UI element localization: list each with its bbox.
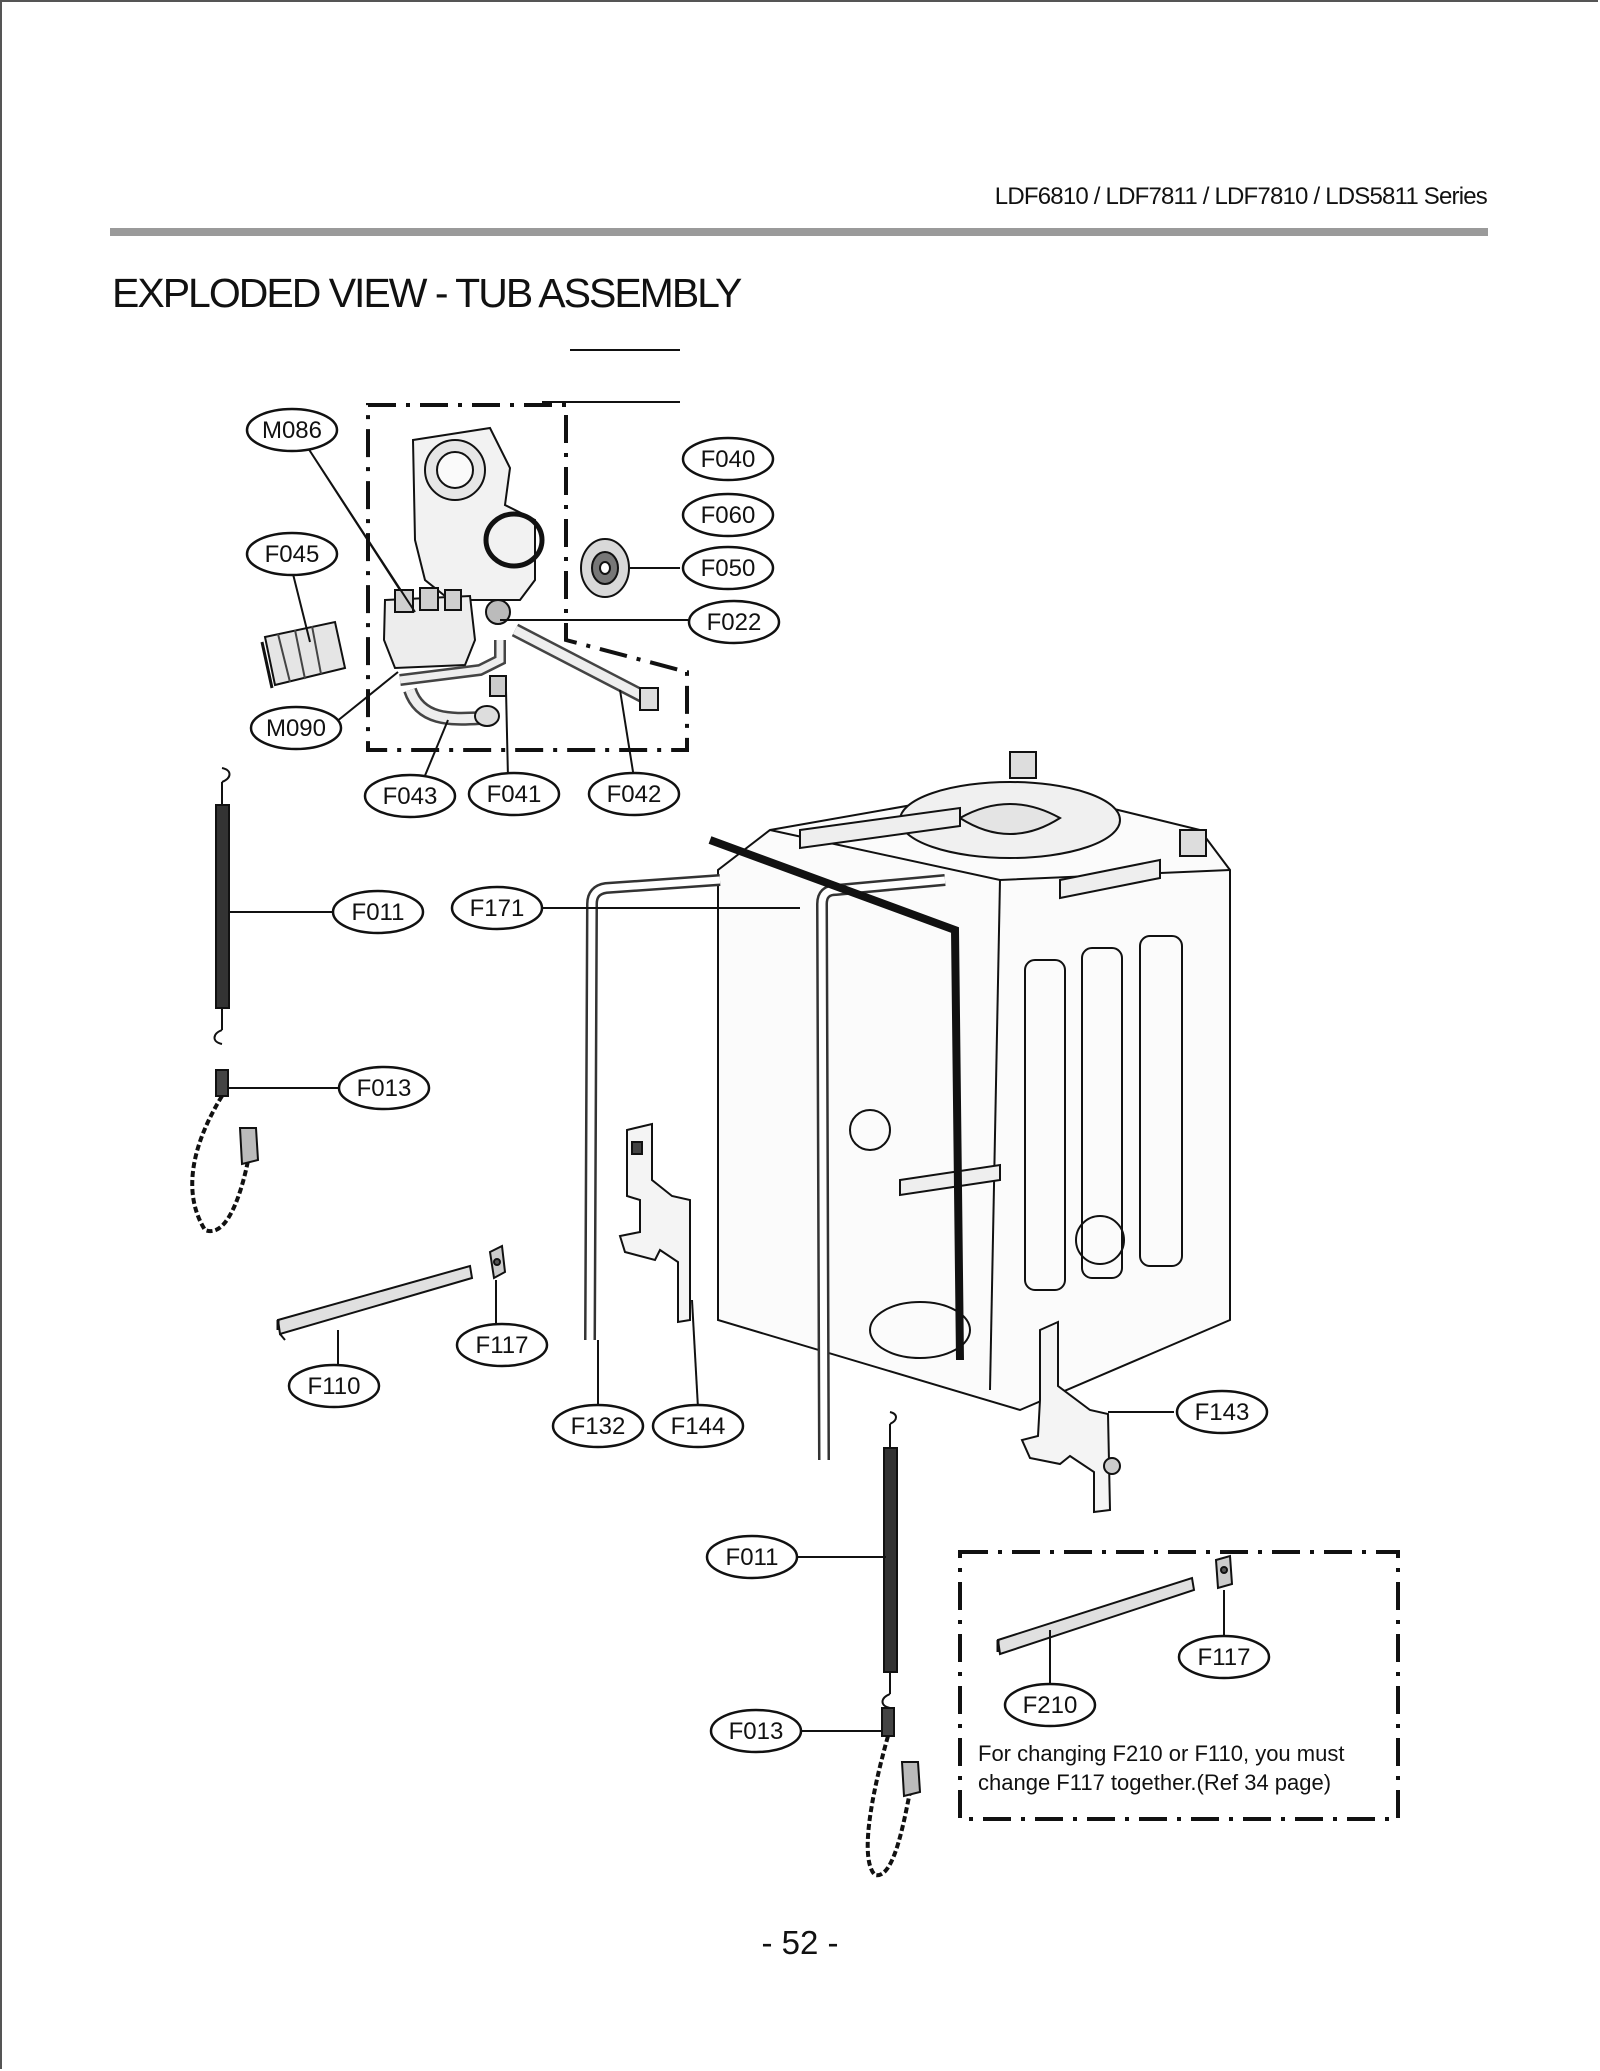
callout-f144 bbox=[651, 1403, 745, 1449]
callout-label-m090: M090 bbox=[266, 715, 326, 742]
callout-label-f210: F210 bbox=[1023, 1692, 1078, 1719]
page-number: - 52 - bbox=[761, 1924, 839, 1961]
callout-f143 bbox=[1175, 1389, 1269, 1435]
filter-part bbox=[580, 538, 630, 598]
callout-f022 bbox=[687, 599, 781, 645]
callout-f045 bbox=[245, 531, 339, 577]
replacement-note-line-1: For changing F210 or F110, you must bbox=[978, 1741, 1345, 1766]
sump-cover-part bbox=[411, 426, 536, 601]
replacement-note: For changing F210 or F110, you must chan… bbox=[978, 1739, 1344, 1797]
bracket-f117-right-part bbox=[1214, 1554, 1234, 1590]
bracket-f117-left-part bbox=[488, 1244, 507, 1280]
callout-f171 bbox=[450, 885, 544, 931]
callout-m086 bbox=[245, 407, 339, 453]
hose-f042-end bbox=[639, 687, 659, 711]
callout-f011-top bbox=[331, 889, 425, 935]
callout-f210 bbox=[1003, 1682, 1097, 1728]
model-series-label: LDF6810 / LDF7811 / LDF7810 / LDS5811 Se… bbox=[994, 183, 1488, 210]
leader-m086 bbox=[307, 447, 416, 613]
callout-label-f110: F110 bbox=[308, 1373, 361, 1400]
callout-label-f013-bottom: F013 bbox=[729, 1718, 784, 1745]
sump-group-boundary bbox=[366, 403, 689, 752]
callout-f060 bbox=[681, 492, 775, 538]
tub-body-part bbox=[717, 751, 1231, 1412]
alt-rail-group-boundary bbox=[958, 1550, 1400, 1821]
header-rule bbox=[110, 228, 1488, 236]
callout-f041 bbox=[467, 771, 561, 817]
rail-f210-part bbox=[996, 1576, 1196, 1656]
callout-f011-bottom bbox=[705, 1534, 799, 1580]
callout-f040 bbox=[681, 436, 775, 482]
callout-label-f050: F050 bbox=[701, 555, 756, 582]
leader-f043 bbox=[423, 719, 449, 779]
callout-label-f011-top: F011 bbox=[352, 899, 405, 926]
callout-label-f045: F045 bbox=[265, 541, 320, 568]
callout-f117-right bbox=[1177, 1634, 1271, 1680]
callout-label-f040: F040 bbox=[701, 446, 756, 473]
cable-f013-top-part bbox=[190, 1069, 260, 1234]
hinge-bracket-f143-part bbox=[1020, 1320, 1121, 1514]
callout-label-m086: M086 bbox=[262, 417, 322, 444]
callout-label-f143: F143 bbox=[1195, 1399, 1250, 1426]
leader-f144 bbox=[691, 1299, 699, 1409]
callout-label-f117-left: F117 bbox=[476, 1332, 529, 1359]
foam-block-part bbox=[260, 620, 347, 689]
callout-label-f144: F144 bbox=[671, 1413, 726, 1440]
callout-f013-top bbox=[337, 1065, 431, 1111]
callout-label-f013-top: F013 bbox=[357, 1075, 412, 1102]
leader-f042 bbox=[619, 689, 635, 779]
callout-f043 bbox=[363, 773, 457, 819]
callout-f117-left bbox=[455, 1322, 549, 1368]
callout-label-f171: F171 bbox=[470, 895, 525, 922]
rail-f110-part bbox=[276, 1264, 474, 1341]
callout-label-f043: F043 bbox=[383, 783, 438, 810]
pump-housing-part bbox=[382, 587, 511, 670]
callout-f132 bbox=[551, 1403, 645, 1449]
callout-label-f011-bottom: F011 bbox=[726, 1544, 779, 1571]
callout-label-f117-right: F117 bbox=[1198, 1644, 1251, 1671]
callout-f013-bottom bbox=[709, 1708, 803, 1754]
callout-label-f042: F042 bbox=[607, 781, 662, 808]
callout-f050 bbox=[681, 545, 775, 591]
hinge-bracket-f144-part bbox=[618, 1122, 691, 1324]
callout-f042 bbox=[587, 771, 681, 817]
cable-f013-bottom-part bbox=[865, 1707, 922, 1878]
callout-label-f022: F022 bbox=[707, 609, 762, 636]
spring-f011-top-part bbox=[213, 767, 231, 1045]
callout-label-f041: F041 bbox=[487, 781, 542, 808]
leader-f045 bbox=[291, 569, 311, 643]
replacement-note-line-2: change F117 together.(Ref 34 page) bbox=[978, 1770, 1332, 1795]
gasket-frame-f132-rear bbox=[584, 874, 721, 1341]
callout-label-f132: F132 bbox=[571, 1413, 626, 1440]
callout-f110 bbox=[287, 1363, 381, 1409]
callout-m090 bbox=[249, 705, 343, 751]
gasket-ring-part bbox=[483, 511, 545, 569]
spring-f011-bottom-part bbox=[881, 1411, 898, 1709]
leader-f041 bbox=[505, 689, 509, 779]
leader-m090 bbox=[335, 671, 399, 723]
clamp-f041-part bbox=[489, 675, 507, 697]
page-title: EXPLODED VIEW - TUB ASSEMBLY bbox=[112, 270, 742, 316]
callout-label-f060: F060 bbox=[701, 502, 756, 529]
